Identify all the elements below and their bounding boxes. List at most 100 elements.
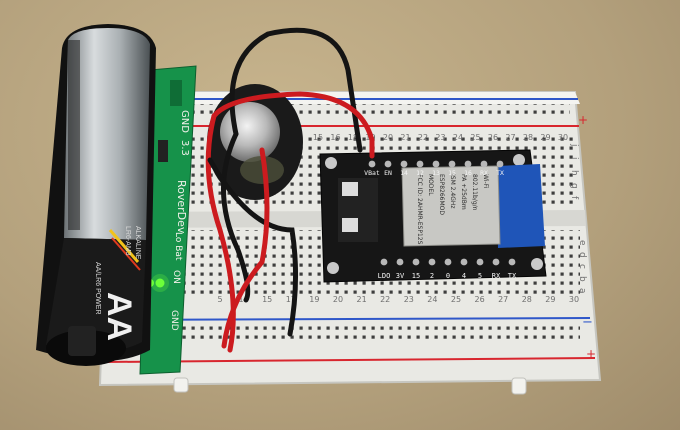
row-letter-g: g: [569, 183, 579, 189]
column-number-24: 24: [453, 133, 463, 142]
module-bottom-pin-label: RX: [492, 272, 501, 280]
module-top-pin-label: 15: [448, 169, 456, 177]
module-bottom-pin-label: 5: [478, 272, 482, 280]
column-number-15: 15: [262, 295, 272, 304]
row-letter-j: j: [569, 143, 579, 147]
module-bottom-pin-label: 15: [412, 272, 420, 280]
column-number-21: 21: [357, 295, 367, 304]
regulator-pin-gnd-top: GND: [179, 110, 190, 133]
module-top-pin-label: VBat: [364, 169, 380, 177]
column-number-27: 27: [505, 133, 515, 142]
module-top-pin: [432, 160, 440, 168]
row-letter-e: e: [577, 240, 587, 246]
module-bottom-pin-label: 4: [462, 272, 466, 280]
column-number-29: 29: [545, 295, 555, 304]
rail-blue-bottom: [105, 317, 591, 321]
rail-plus-bottom: +: [586, 347, 596, 361]
module-bottom-pin: [396, 258, 404, 266]
wire-red-top: [211, 91, 375, 159]
module-shield-line: PA +25dBm: [460, 174, 467, 210]
module-shield-line: MODEL: [427, 174, 434, 196]
column-number-20: 20: [333, 295, 343, 304]
module-top-pin-label: TX: [496, 169, 504, 177]
row-letters-bottom: ed c ba: [577, 240, 587, 294]
module-top-pin: [480, 160, 488, 168]
module-bottom-pin-label: 3V: [396, 272, 405, 280]
wire-black-right: [207, 157, 299, 337]
module-bottom-pin: [444, 258, 452, 266]
column-number-23: 23: [435, 133, 445, 142]
regulator-label-lobat: Lo Bat: [173, 232, 183, 261]
module-top-pin: [400, 160, 408, 168]
module-top-pin: [448, 160, 456, 168]
row-letter-b: b: [577, 276, 587, 282]
battery-line-2: LR6-AM3: [124, 226, 131, 256]
module-top-pin-label: 14: [400, 169, 408, 177]
module-top-pin-label: 16: [464, 169, 472, 177]
column-number-27: 27: [498, 295, 508, 304]
column-number-28: 28: [523, 133, 533, 142]
module-top-pin: [368, 160, 376, 168]
regulator-board-name: RoverDev: [175, 180, 188, 234]
module-top-pin: [496, 160, 504, 168]
module-bottom-pin: [476, 258, 484, 266]
wires: [205, 27, 375, 353]
module-shield-line: ISM 2.4GHz: [449, 174, 456, 209]
column-number-25: 25: [470, 133, 480, 142]
module-top-pin: [384, 160, 392, 168]
esp8266-board: FCC ID: 2AHMR-ESP12S MODEL ESP8266MOD ISM 2…: [319, 149, 547, 283]
module-shield-line: ESP8266MOD: [438, 174, 445, 215]
module-bottom-pin-label: TX: [508, 272, 517, 280]
row-letter-f: f: [569, 196, 579, 200]
column-number-16: 16: [330, 133, 340, 142]
module-top-pin-label: RX: [480, 169, 488, 177]
column-number-25: 25: [451, 295, 461, 304]
column-number-22: 22: [418, 133, 428, 142]
module-bottom-pin: [380, 258, 388, 266]
column-number-20: 20: [383, 133, 393, 142]
module-bottom-pin-label: 0: [446, 272, 450, 280]
wire-black-top: [229, 27, 363, 153]
column-number-18: 18: [348, 133, 358, 142]
row-letter-i: i: [569, 157, 579, 160]
module-bottom-pin: [492, 258, 500, 266]
column-number-19: 19: [309, 295, 319, 304]
wire-red-mid: [221, 147, 270, 349]
column-number-22: 22: [380, 295, 390, 304]
module-shield-line: Wi-Fi: [482, 174, 489, 189]
column-number-17: 17: [286, 295, 296, 304]
battery-brand: AA: [100, 292, 138, 341]
wire-black-down: [221, 131, 251, 303]
column-number-26: 26: [475, 295, 485, 304]
column-number-21: 21: [400, 133, 410, 142]
battery-line-3: ALKALINE: [134, 226, 141, 260]
column-number-15: 15: [313, 133, 323, 142]
module-top-pin: [464, 160, 472, 168]
aa-battery: AA AA/LR6 POWER LR6-AM3 ALKALINE: [36, 24, 156, 366]
module-top-pin-label: EN: [384, 169, 392, 177]
column-number-30: 30: [569, 295, 579, 304]
wire-red-down: [205, 113, 236, 353]
regulator-label-on: ON: [171, 270, 181, 284]
module-bottom-pin-label: LDO: [378, 272, 391, 280]
column-number-5: 5: [217, 295, 222, 304]
rail-minus-bottom: −: [582, 315, 593, 330]
rail-red-bottom: [103, 357, 596, 363]
module-bottom-pin: [508, 258, 516, 266]
module-shield-line: 802.11b/g/n: [471, 174, 478, 211]
column-number-24: 24: [427, 295, 437, 304]
module-top-pin-label: 13: [432, 169, 440, 177]
module-top-pin: [416, 160, 424, 168]
module-shield-line: FCC ID: 2AHMR-ESP12S: [416, 174, 423, 245]
row-letter-a: a: [577, 288, 587, 294]
row-letter-d: d: [577, 252, 587, 258]
regulator-pin-3v3: 3.3: [179, 140, 190, 156]
module-bottom-pin: [428, 258, 436, 266]
row-letter-c: c: [577, 264, 587, 269]
